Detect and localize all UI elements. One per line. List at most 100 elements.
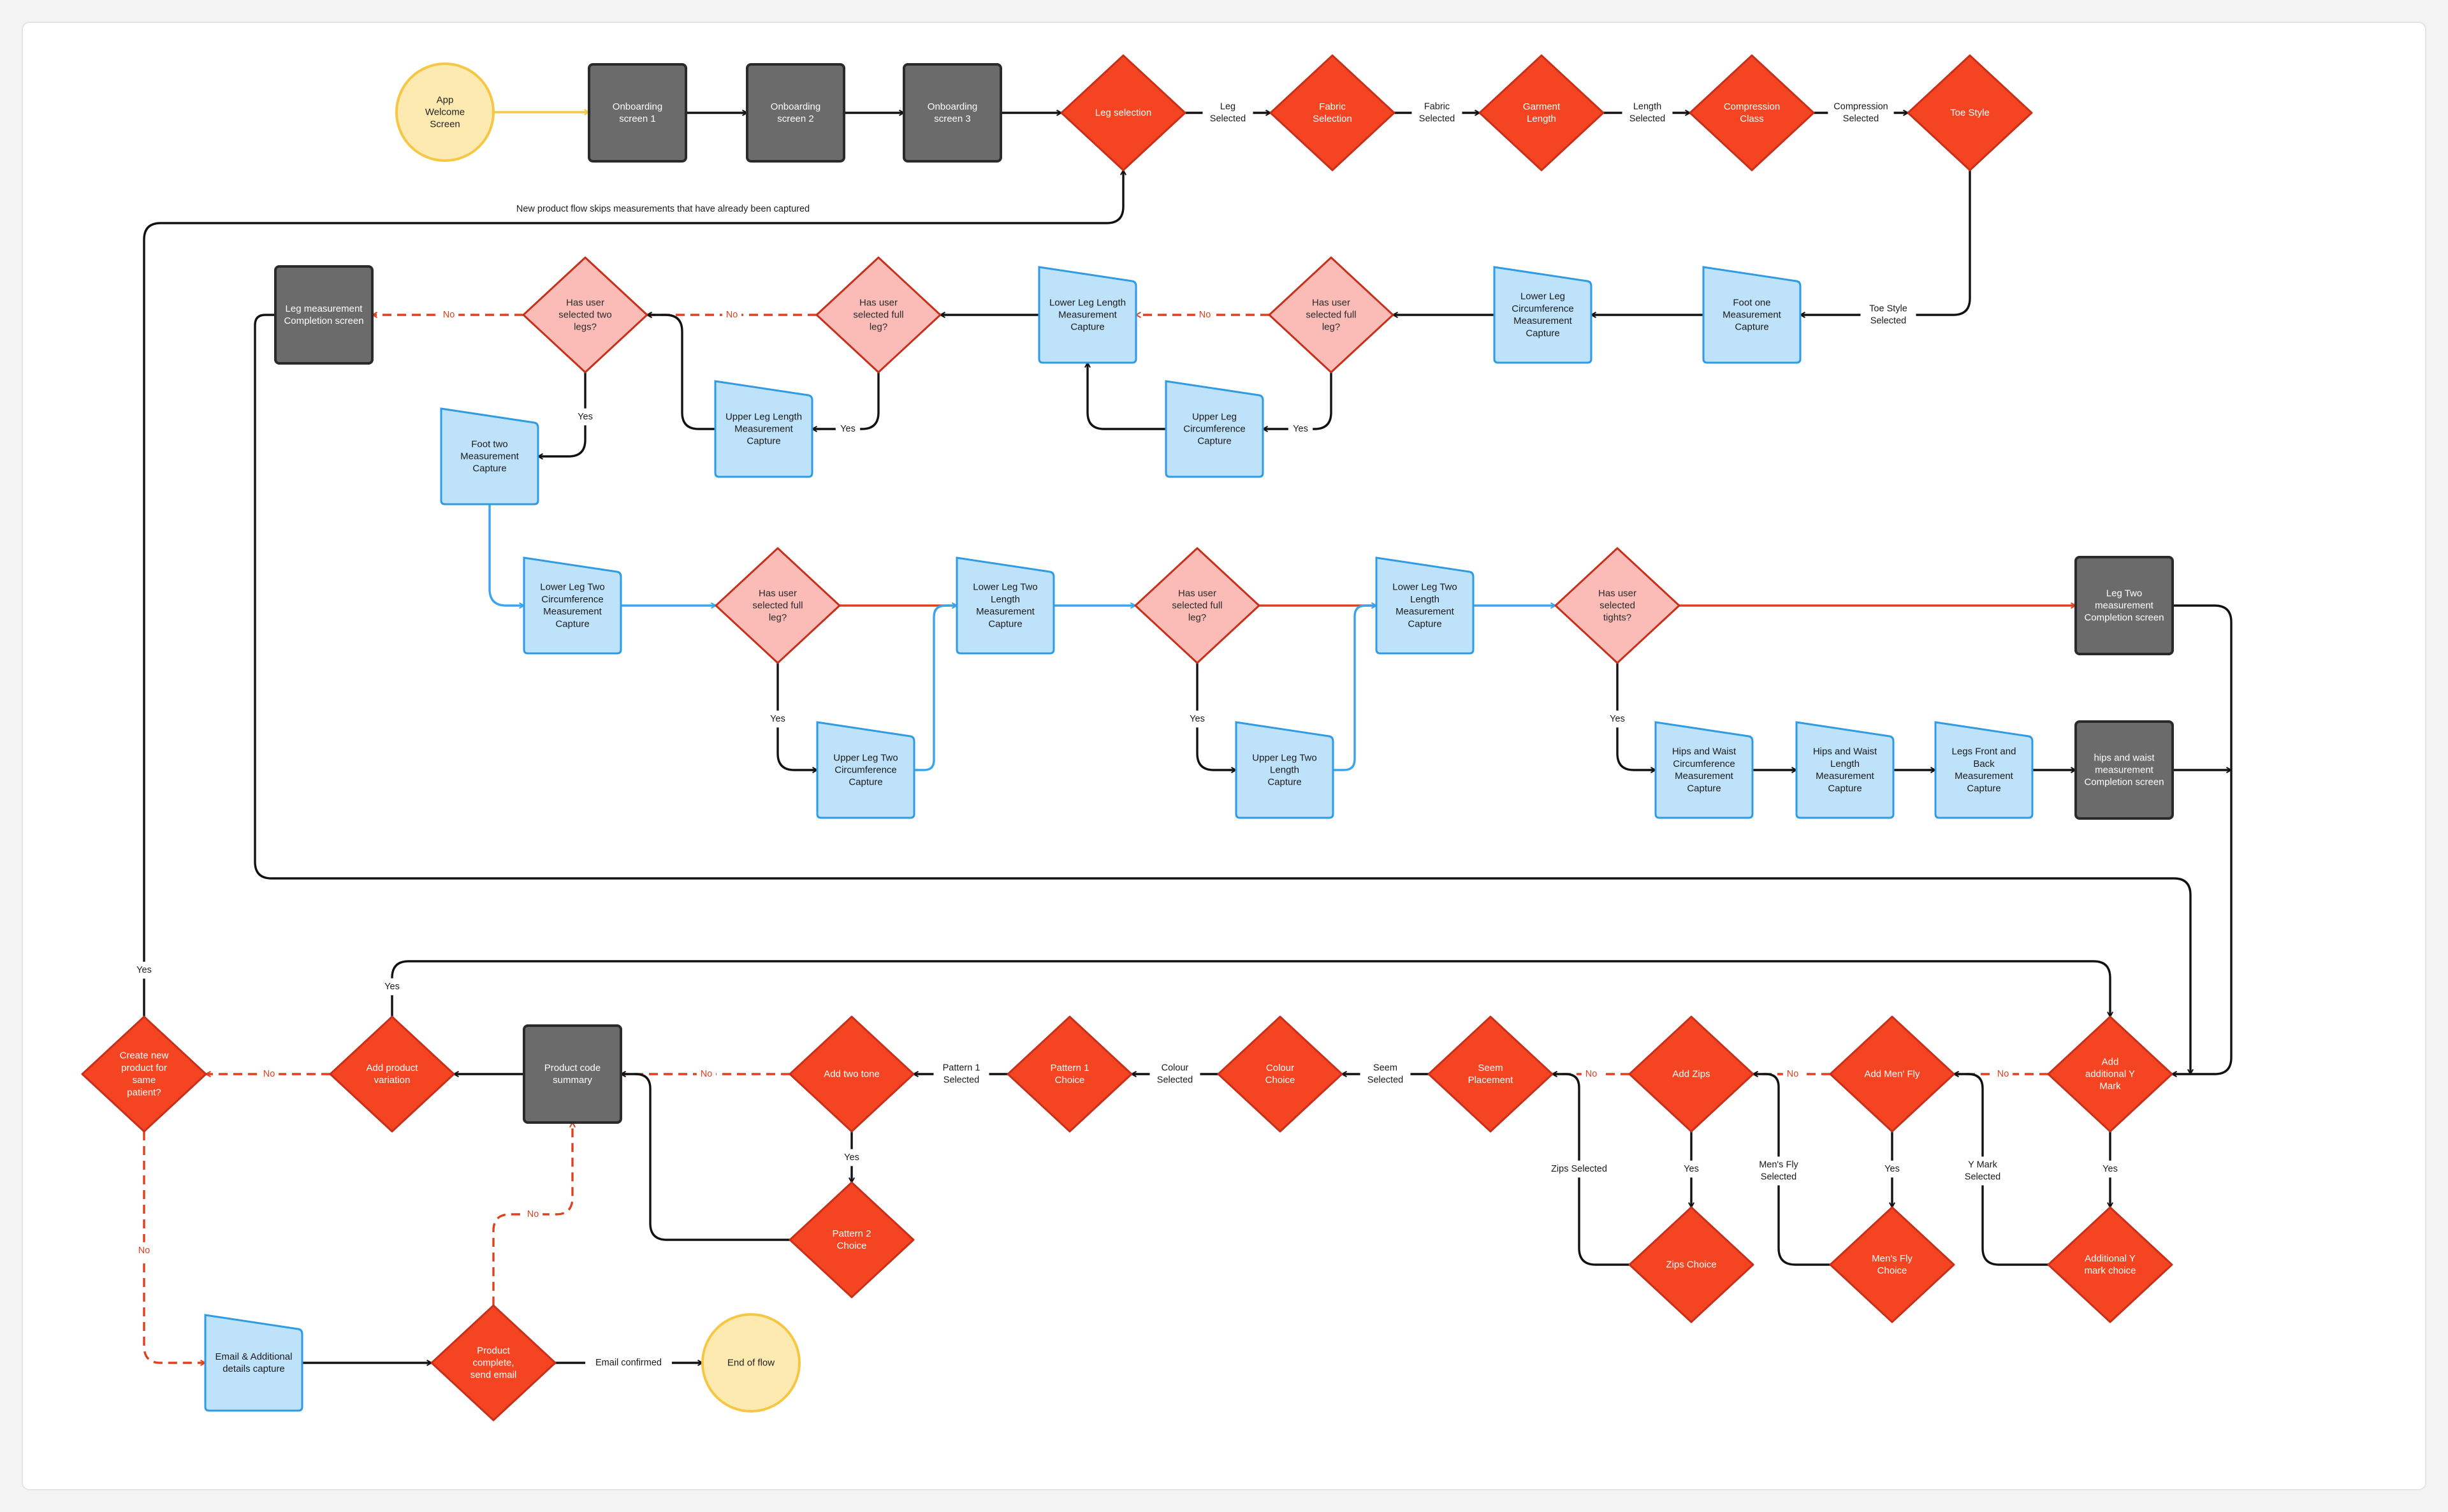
node-shape: [2074, 556, 2174, 655]
node-shape: [1060, 54, 1186, 171]
node-end-flow[interactable]: End of flow: [701, 1313, 801, 1413]
edge-label-zips-selected: Zips Selected: [1541, 1160, 1617, 1178]
node-leg-sel[interactable]: Leg selection: [1060, 54, 1186, 171]
svg-text:Additional Y: Additional Y: [2085, 1253, 2136, 1264]
svg-text:Selected: Selected: [1870, 316, 1906, 326]
edge-label-yes-two-legs: Yes: [572, 408, 598, 426]
node-lower-leg-two-circ[interactable]: Lower Leg TwoCircumferenceMeasurementCap…: [523, 556, 622, 655]
node-zips-choice[interactable]: Zips Choice: [1628, 1206, 1754, 1323]
svg-text:Measurement: Measurement: [1723, 310, 1782, 321]
node-add-fly[interactable]: Add Men' Fly: [1829, 1015, 1955, 1133]
connector-arrow: [621, 1074, 790, 1241]
svg-text:Selected: Selected: [1629, 113, 1665, 124]
connector-arrow: [1088, 363, 1166, 430]
svg-text:selected: selected: [1599, 600, 1635, 611]
svg-text:Yes: Yes: [844, 1152, 859, 1163]
svg-text:Mark: Mark: [2099, 1081, 2121, 1092]
svg-text:No: No: [726, 310, 738, 320]
node-label: Leg selection: [1095, 108, 1151, 119]
svg-text:Selected: Selected: [1843, 113, 1879, 124]
svg-text:Yes: Yes: [578, 412, 593, 422]
svg-text:screen 2: screen 2: [777, 113, 814, 124]
svg-text:Toe Style: Toe Style: [1950, 108, 1990, 119]
node-label: Add two tone: [824, 1069, 880, 1080]
edges-layer: [143, 112, 2233, 1363]
svg-text:No: No: [1585, 1069, 1598, 1079]
svg-text:Has user: Has user: [566, 297, 604, 308]
svg-text:Email & Additional: Email & Additional: [215, 1351, 293, 1362]
node-shape: [815, 256, 942, 374]
svg-text:Yes: Yes: [136, 965, 152, 975]
node-shape: [956, 556, 1055, 655]
node-shape: [1702, 266, 1802, 364]
connector-arrow: [2172, 604, 2233, 1074]
node-shape: [1689, 54, 1815, 171]
node-hips-circ[interactable]: Hips and WaistCircumferenceMeasurementCa…: [1654, 721, 1754, 819]
svg-text:Foot two: Foot two: [471, 439, 508, 449]
svg-text:Fabric: Fabric: [1424, 102, 1450, 112]
node-add-zips[interactable]: Add Zips: [1628, 1015, 1754, 1133]
svg-text:Lower Leg Two: Lower Leg Two: [973, 582, 1037, 593]
node-label: End of flow: [727, 1358, 775, 1369]
node-two-tone[interactable]: Add two tone: [789, 1015, 915, 1133]
svg-text:Circumference: Circumference: [834, 765, 897, 776]
svg-text:Add Men' Fly: Add Men' Fly: [1864, 1069, 1920, 1080]
svg-text:Length: Length: [991, 594, 1020, 605]
node-toe-style[interactable]: Toe Style: [1907, 54, 2033, 171]
node-label: Add Zips: [1672, 1069, 1710, 1080]
node-shape: [395, 62, 495, 162]
svg-text:Onboarding: Onboarding: [613, 101, 662, 112]
connector-arrow: [1800, 170, 1971, 315]
node-shape: [816, 721, 915, 819]
